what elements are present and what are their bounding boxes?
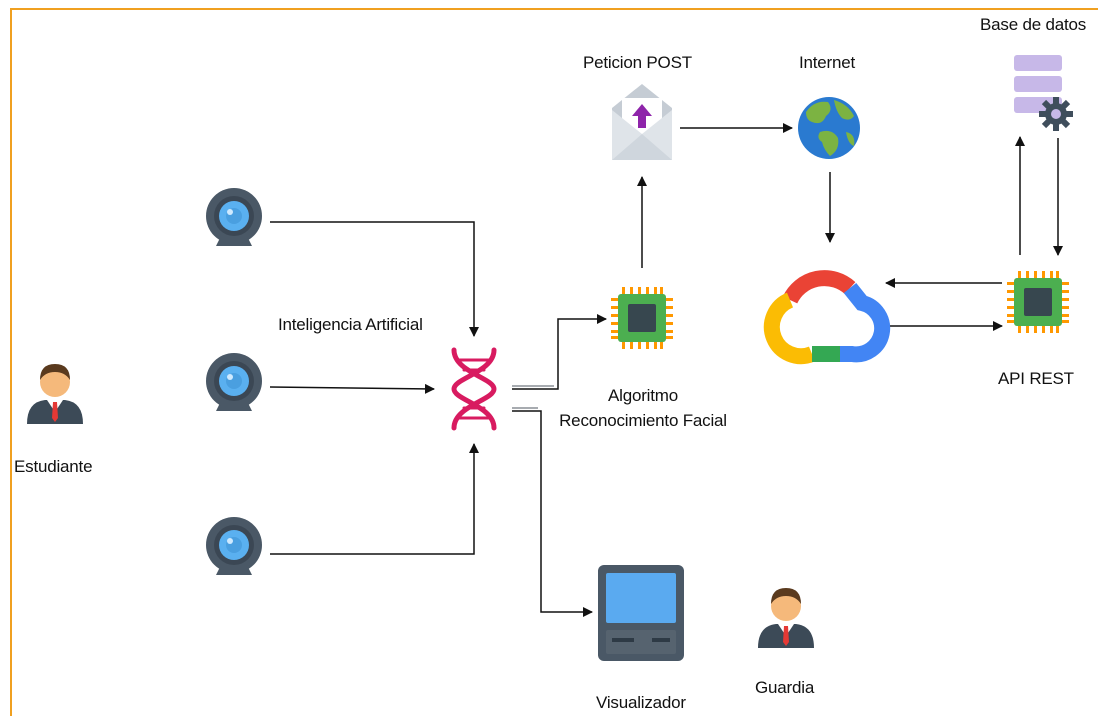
- algorithm-label: Algoritmo Reconocimiento Facial: [553, 383, 733, 433]
- arrow-ai-to-viewer: [512, 410, 593, 617]
- database-label: Base de datos: [980, 15, 1087, 34]
- viewer-label: Visualizador: [596, 693, 686, 712]
- arrow-cam1-to-ai: [270, 221, 479, 337]
- post-request-label: Peticion POST: [583, 53, 692, 72]
- algorithm-label-line2: Reconocimiento Facial: [559, 411, 727, 430]
- chip-icon: [611, 287, 673, 349]
- internet-label: Internet: [799, 53, 856, 72]
- arrow-ai-to-algorithm: [512, 314, 607, 390]
- google-cloud-icon: [763, 270, 891, 365]
- ai-label: Inteligencia Artificial: [278, 315, 423, 334]
- connectors: [269, 123, 1063, 617]
- envelope-upload-icon: [612, 84, 672, 160]
- person-icon: [758, 588, 814, 648]
- chip-icon: [1007, 271, 1069, 333]
- diagram-frame: [10, 8, 1098, 716]
- dna-icon: [451, 347, 497, 431]
- arrow-cam2-to-ai: [269, 383, 435, 394]
- person-icon: [27, 364, 83, 424]
- guard-label: Guardia: [755, 678, 815, 697]
- student-label: Estudiante: [14, 457, 93, 476]
- globe-icon: [798, 97, 860, 159]
- webcam-icon: [206, 353, 262, 411]
- monitor-icon: [598, 565, 684, 661]
- ai-output-accents: [512, 385, 554, 409]
- webcam-icon: [206, 188, 262, 246]
- arrow-cam3-to-ai: [270, 443, 479, 555]
- api-rest-label: API REST: [998, 369, 1074, 388]
- database-gear-icon: [1014, 55, 1073, 131]
- webcam-icon: [206, 517, 262, 575]
- algorithm-label-line1: Algoritmo: [607, 386, 678, 405]
